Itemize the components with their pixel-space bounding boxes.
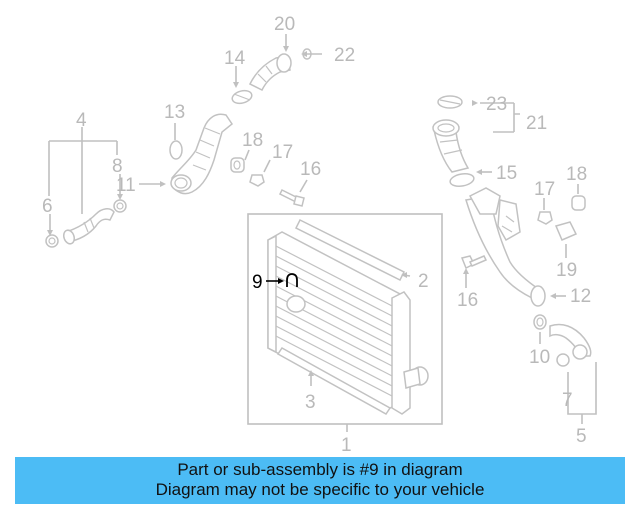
grommet-part-18-right xyxy=(571,184,586,211)
callout-3: 3 xyxy=(305,392,316,413)
callout-12: 12 xyxy=(570,286,591,307)
callout-8: 8 xyxy=(112,156,123,177)
pipe-part-11 xyxy=(170,113,234,195)
callout-23: 23 xyxy=(486,94,507,115)
arrowhead-2 xyxy=(401,272,407,278)
nut-part-17-right xyxy=(537,198,553,225)
callout-group-5 xyxy=(567,362,597,424)
clamp-part-14 xyxy=(231,89,253,105)
callout-group-21 xyxy=(480,102,520,133)
callout-group-4 xyxy=(48,127,118,214)
callout-18-left: 18 xyxy=(242,130,263,151)
callout-21: 21 xyxy=(526,113,547,134)
caption-line-part: Part or sub-assembly is #9 in diagram xyxy=(177,460,463,479)
callout-17-right: 17 xyxy=(534,179,555,200)
oring-part-13 xyxy=(169,140,183,160)
nut-part-17-left xyxy=(249,174,265,187)
pipe-part-12 xyxy=(465,187,566,307)
highlighted-part-9 xyxy=(266,273,298,287)
callout-18-right: 18 xyxy=(566,164,587,185)
parts-diagram: 20 22 14 13 4 18 17 16 8 11 6 9 2 3 1 23… xyxy=(42,14,597,455)
callout-9: 9 xyxy=(252,272,263,293)
callout-14: 14 xyxy=(224,48,246,69)
callout-6: 6 xyxy=(42,196,53,217)
callout-box-1 xyxy=(247,213,443,432)
clamp-part-15 xyxy=(449,169,492,188)
callout-labels: 20 22 14 13 4 18 17 16 8 11 6 9 2 3 1 23… xyxy=(42,14,591,455)
hose-part-4 xyxy=(62,208,115,245)
hose-part-5 xyxy=(549,323,592,367)
grommet-part-18-left xyxy=(230,157,245,173)
intercooler-core xyxy=(267,231,429,415)
seal-part-3 xyxy=(276,347,392,415)
callout-20: 20 xyxy=(274,14,295,35)
hose-part-21 xyxy=(432,119,470,173)
callout-16-left: 16 xyxy=(300,159,321,180)
clamp-part-8 xyxy=(113,199,127,213)
callout-11: 11 xyxy=(116,175,136,196)
sensor-part-19 xyxy=(554,221,578,258)
callout-7: 7 xyxy=(562,390,573,411)
callout-15: 15 xyxy=(496,163,517,184)
callout-16-right: 16 xyxy=(457,290,478,311)
callout-13: 13 xyxy=(164,102,185,123)
callout-19: 19 xyxy=(556,260,577,281)
diagram-caption-banner: Part or sub-assembly is #9 in diagram Di… xyxy=(15,457,625,504)
callout-22: 22 xyxy=(334,45,355,66)
callout-2: 2 xyxy=(418,271,429,292)
hose-part-20 xyxy=(248,53,292,92)
bolt-part-16-right xyxy=(460,255,488,288)
caption-line-disclaimer: Diagram may not be specific to your vehi… xyxy=(155,480,485,499)
callout-4: 4 xyxy=(76,110,87,131)
clamp-part-23 xyxy=(437,95,478,109)
callout-5: 5 xyxy=(576,426,587,447)
clamp-part-10 xyxy=(533,314,547,344)
bolt-part-16-left xyxy=(278,188,305,207)
callout-1: 1 xyxy=(341,435,352,455)
callout-17-left: 17 xyxy=(272,142,293,163)
callout-10: 10 xyxy=(529,347,550,368)
clamp-part-6 xyxy=(45,234,59,248)
